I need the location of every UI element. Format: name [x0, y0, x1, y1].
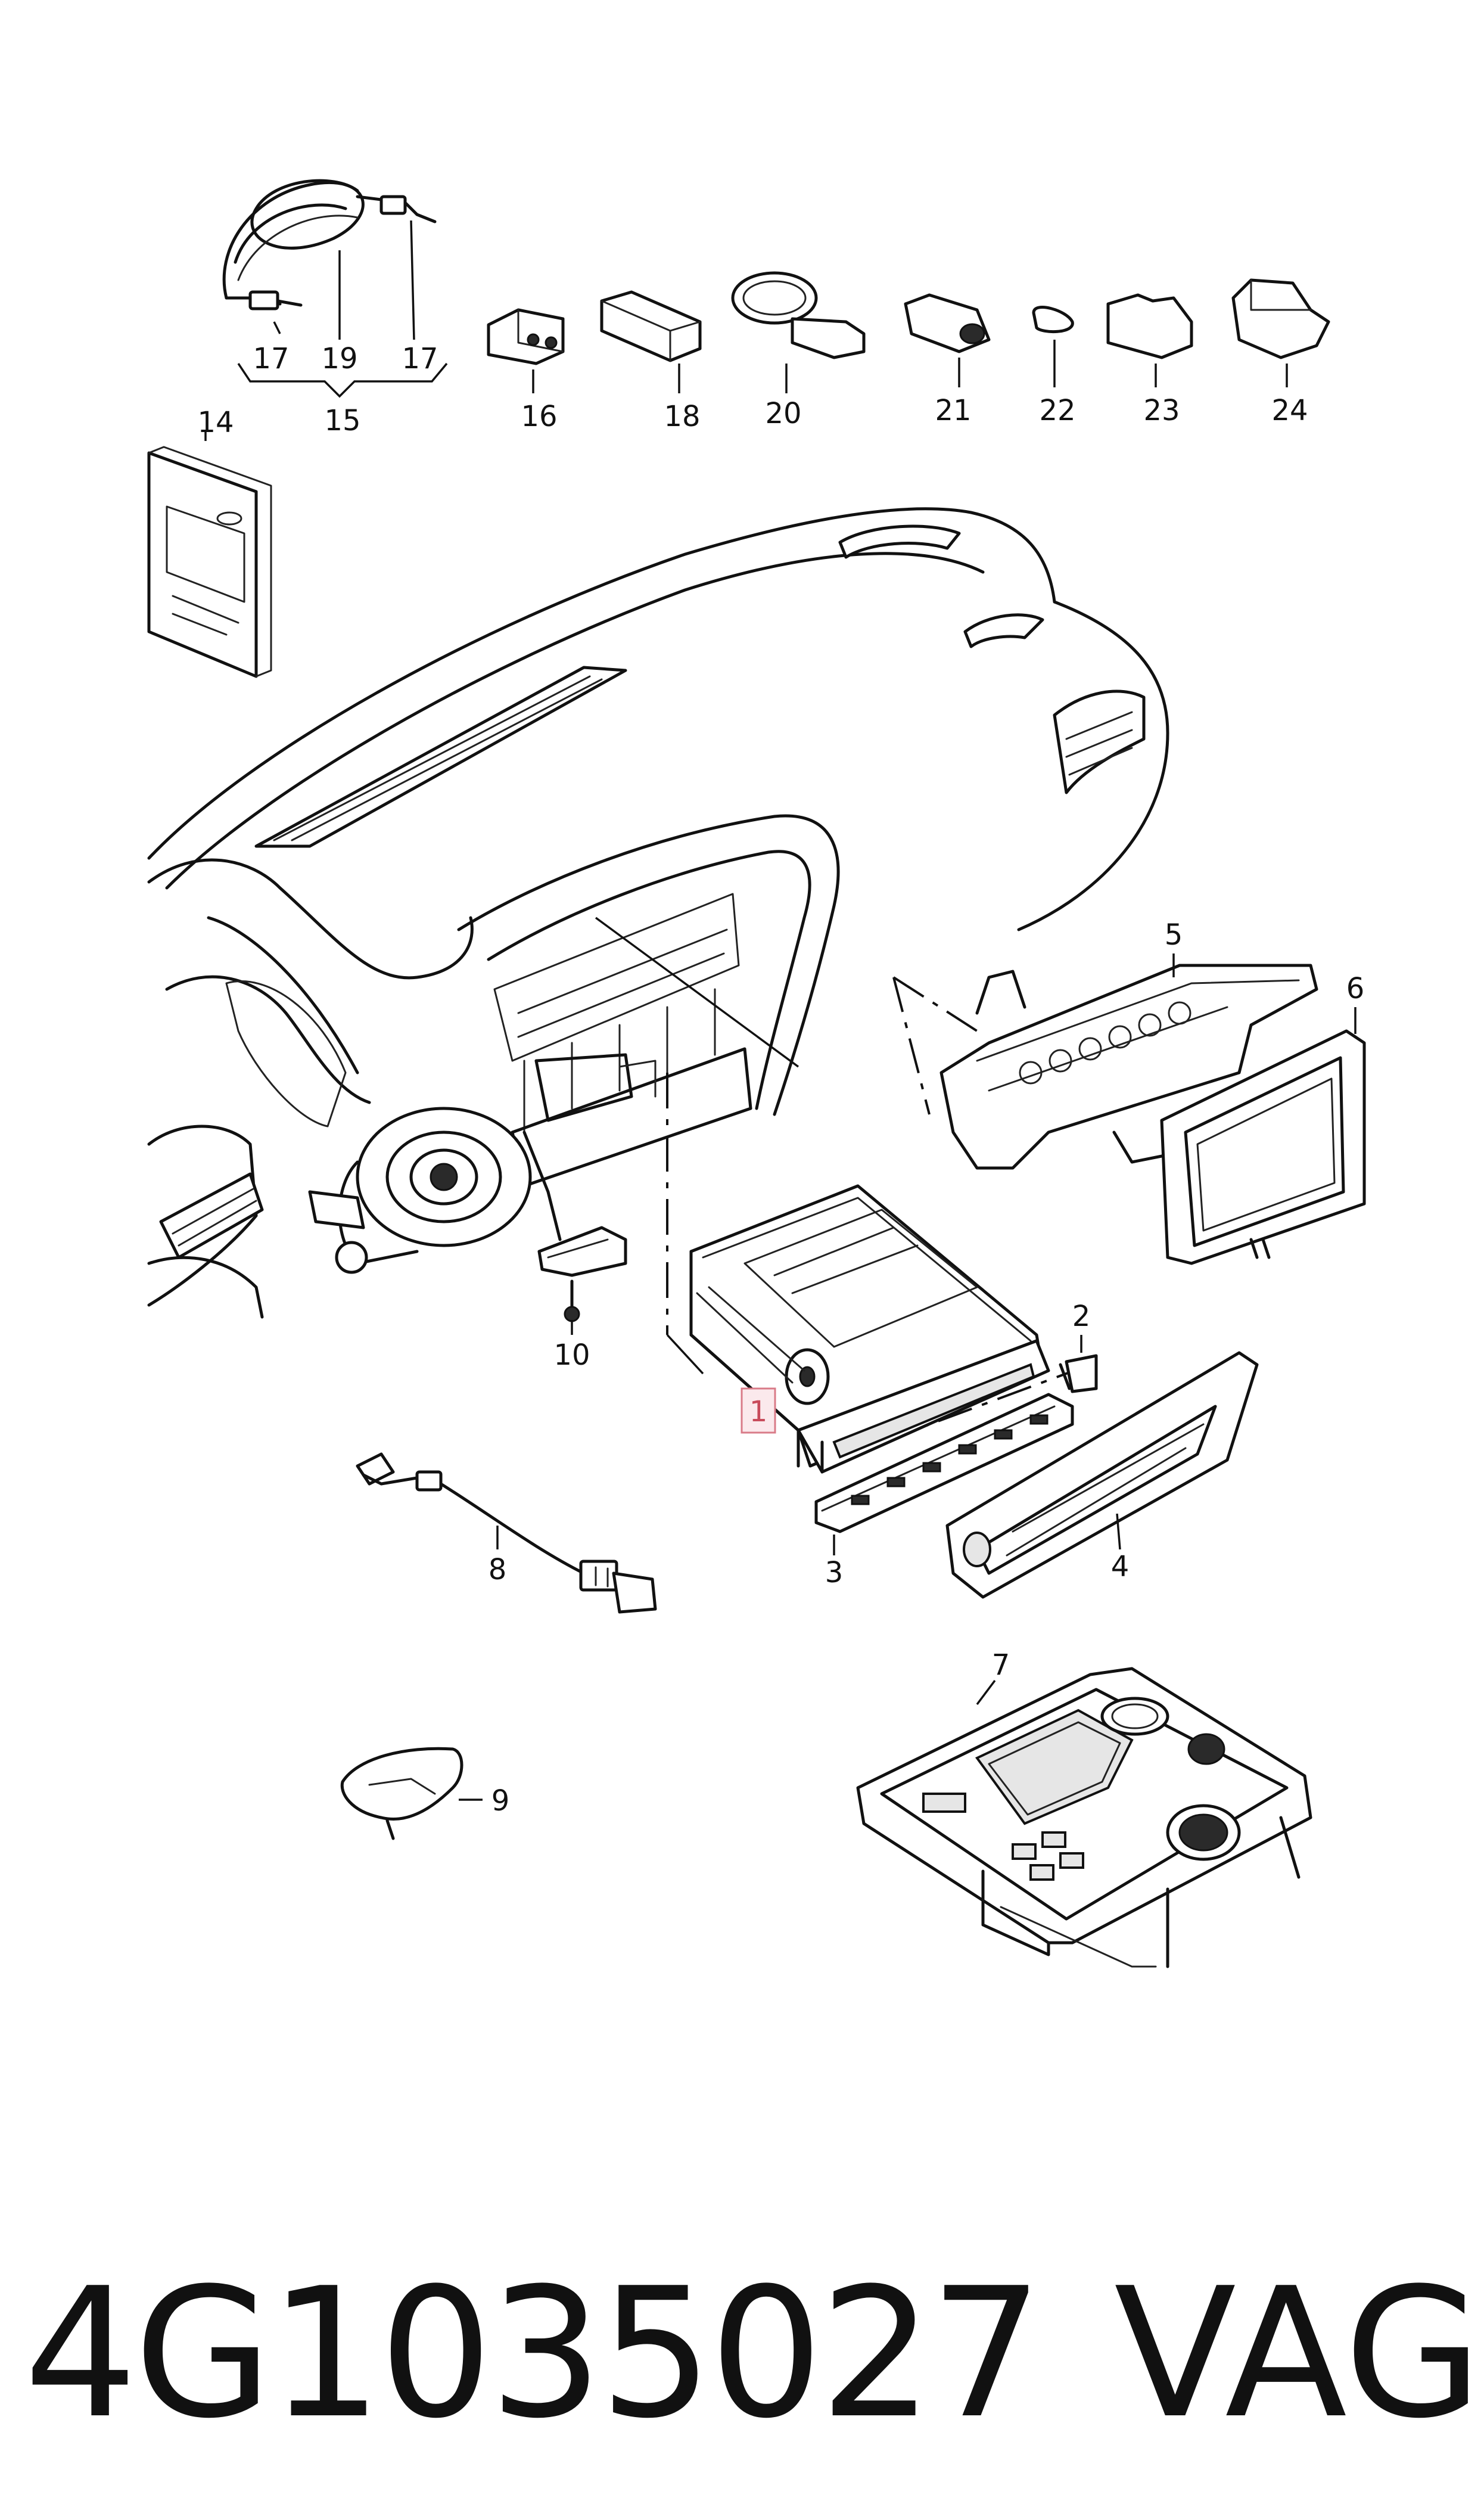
cover-part-23	[1106, 293, 1193, 387]
coiled-cable-part-19	[222, 179, 437, 340]
callout-9: 9	[491, 1784, 510, 1818]
manual-booklet-part-14	[147, 432, 272, 678]
callout-24: 24	[1271, 394, 1308, 427]
bracket-mount-part-10	[537, 1226, 627, 1335]
assembly-line-3	[881, 1363, 1091, 1443]
part-number-label: 4G1035027	[24, 2250, 1043, 2458]
callout-19: 19	[321, 342, 357, 375]
callout-7: 7	[992, 1648, 1010, 1682]
callout-17-right: 17	[402, 342, 438, 375]
trim-bezel-part-4	[945, 1351, 1259, 1599]
clip-part-24	[1231, 278, 1330, 387]
callout-2: 2	[1072, 1300, 1091, 1333]
group-bracket-15	[237, 362, 448, 398]
button-panel-part-3	[814, 1393, 1074, 1555]
callout-23: 23	[1143, 394, 1180, 427]
roof-antenna-part-9	[340, 1747, 483, 1840]
brand-label: VAG	[1114, 2250, 1483, 2458]
display-screen-part-6	[1160, 1007, 1366, 1265]
head-unit-part-1	[689, 1184, 1050, 1474]
callout-20: 20	[765, 397, 801, 430]
callout-labels: 1 2 3 4 5 6 7 8 9 10 14 15 16 17 17 18 1…	[197, 342, 1364, 1818]
callout-8: 8	[489, 1553, 507, 1586]
antenna-cable-part-8	[356, 1452, 657, 1614]
callout-17-left: 17	[253, 342, 289, 375]
housing-part-18	[600, 290, 702, 393]
cap-part-22	[1032, 306, 1074, 387]
callout-5: 5	[1165, 918, 1183, 952]
callout-1-highlight	[741, 1387, 776, 1434]
callout-18: 18	[664, 400, 700, 433]
dashboard-assembly	[147, 507, 1169, 1319]
sleeve-part-21	[904, 293, 991, 387]
center-console-part-7	[856, 1667, 1312, 1968]
callout-10: 10	[553, 1338, 590, 1372]
callout-1: 1	[749, 1395, 768, 1428]
callout-6: 6	[1346, 972, 1365, 1005]
callout-4: 4	[1111, 1550, 1130, 1583]
ring-connector-part-20	[731, 271, 866, 393]
callout-21: 21	[935, 394, 971, 427]
callout-15: 15	[324, 404, 360, 437]
bracket-part-5	[939, 953, 1318, 1170]
callout-22: 22	[1039, 394, 1075, 427]
callout-16: 16	[521, 400, 557, 433]
callout-14: 14	[197, 406, 234, 439]
assembly-line-5	[892, 976, 978, 1115]
connector-part-16	[487, 308, 565, 393]
screw-part-2	[1059, 1335, 1098, 1393]
callout-3: 3	[825, 1556, 844, 1589]
